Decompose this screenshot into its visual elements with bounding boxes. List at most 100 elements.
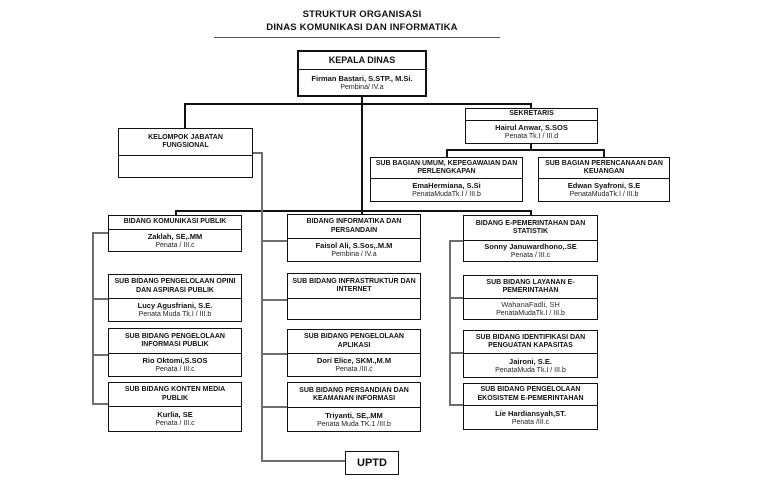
node-title: SUB BIDANG PENGELOLAAN APLIKASI [288, 330, 420, 354]
node-person-name: Triyanti, SE,.MM [325, 410, 383, 420]
connector-line [449, 352, 464, 354]
node-sub-bagian-umum: SUB BAGIAN UMUM, KEPEGAWAIAN DAN PERLENG… [370, 157, 523, 202]
node-title: SUB BIDANG KONTEN MEDIA PUBLIK [109, 383, 241, 407]
connector-line [261, 460, 346, 462]
node-person-name: Sonny Januwardhono,.SE [484, 242, 577, 251]
empty-body [288, 299, 420, 319]
connector-line [184, 103, 186, 128]
node-title: SUB BIDANG IDENTIFIKASI DAN PENGUATAN KA… [464, 331, 597, 354]
node-person-rank: Penata Tk.I / III.d [504, 133, 559, 140]
node-person-name: Firman Bastari, S.STP., M.Si. [311, 73, 413, 83]
connector-line [361, 103, 363, 215]
connector-line [175, 210, 177, 217]
connector-line [449, 240, 464, 242]
node-title: SUB BIDANG PERSANDIAN DAN KEAMANAN INFOR… [288, 383, 420, 408]
node-kelompok-jabatan-fungsional: KELOMPOK JABATAN FUNGSIONAL [118, 128, 253, 178]
node-person-name: Lie Hardiansyah,ST. [495, 408, 566, 418]
node-sub-bidang-identifikasi: SUB BIDANG IDENTIFIKASI DAN PENGUATAN KA… [463, 330, 598, 378]
connector-line [92, 232, 109, 234]
node-sub-bagian-perencanaan: SUB BAGIAN PERENCANAAN DAN KEUANGAN Edwa… [538, 157, 670, 202]
node-person-name: Lucy Agusfriani, S.E. [137, 301, 213, 310]
node-person-rank: Penata / III.c [510, 252, 551, 259]
node-title: SUB BIDANG PENGELOLAAN INFORMASI PUBLIK [109, 329, 241, 354]
node-person-rank: Penata /III.c [511, 418, 550, 426]
connector-line [252, 152, 263, 154]
node-title: KEPALA DINAS [299, 52, 425, 70]
node-kepala-dinas: KEPALA DINAS Firman Bastari, S.STP., M.S… [297, 50, 427, 97]
node-person-rank: Penata Muda TK.1 /III.b [317, 420, 391, 428]
connector-line [92, 354, 109, 356]
node-title: SUB BAGIAN PERENCANAAN DAN KEUANGAN [539, 158, 669, 179]
node-person-rank: Pembina/ IV.a [340, 83, 384, 91]
node-person-name: Faisol Ali, S.Sos,.M.M [315, 241, 393, 250]
connector-line [603, 149, 605, 158]
node-person-name: WahanaFadli, SH [501, 300, 560, 309]
node-title: SUB BIDANG PENGELOLAAN OPINI DAN ASPIRAS… [109, 275, 241, 299]
node-person-rank: PenataMudaTk.I / III.b [412, 191, 481, 198]
node-title: SUB BIDANG INFRASTRUKTUR DAN INTERNET [288, 274, 420, 299]
connector-line [361, 97, 363, 105]
node-sub-bidang-informasi-publik: SUB BIDANG PENGELOLAAN INFORMASI PUBLIK … [108, 328, 242, 377]
node-person-rank: PenataMuda Tk.I / III.b [495, 366, 566, 374]
connector-line [449, 297, 464, 299]
node-sub-bidang-opini: SUB BIDANG PENGELOLAAN OPINI DAN ASPIRAS… [108, 274, 242, 322]
node-title: KELOMPOK JABATAN FUNGSIONAL [148, 133, 223, 150]
connector-line [449, 404, 464, 406]
node-person-name: Rio Oktomi,S.SOS [142, 356, 208, 365]
node-sub-bidang-konten-media: SUB BIDANG KONTEN MEDIA PUBLIK Kurlia, S… [108, 382, 242, 432]
node-person-name: Dori Elice, SKM.,M.M [316, 356, 392, 365]
chart-title-line1: STRUKTUR ORGANISASI [302, 9, 422, 20]
empty-body [119, 156, 252, 177]
node-person-name: EmaHermiana, S.Si [412, 181, 481, 190]
node-bidang-informatika: BIDANG INFORMATIKA DAN PERSANDAIN Faisol… [287, 214, 421, 262]
node-person-name: Zaklah, SE,.MM [147, 231, 203, 241]
connector-line [92, 232, 94, 405]
node-title: UPTD [357, 457, 387, 469]
node-title: BIDANG INFORMATIKA DAN PERSANDAIN [288, 215, 420, 239]
connector-line [530, 210, 532, 217]
node-person-name: Edwan Syafroni, S.E [567, 181, 641, 190]
node-title: SUB BIDANG LAYANAN E-PEMERINTAHAN [464, 276, 597, 299]
node-title: BIDANG E-PEMERINTAHAN DAN STATISTIK [464, 216, 597, 241]
node-person-name: Hairul Anwar, S.SOS [495, 123, 568, 132]
node-sekretaris: SEKRETARIS Hairul Anwar, S.SOS Penata Tk… [465, 108, 598, 144]
node-sub-bidang-layanan: SUB BIDANG LAYANAN E-PEMERINTAHAN Wahana… [463, 275, 598, 320]
connector-line [261, 152, 263, 462]
connector-line [261, 406, 288, 408]
node-title: SUB BAGIAN UMUM, KEPEGAWAIAN DAN PERLENG… [371, 158, 522, 179]
node-title: SUB BIDANG PENGELOLAAN EKOSISTEM E-PEMER… [464, 384, 597, 406]
connector-line [92, 298, 109, 300]
connector-line [175, 210, 532, 212]
node-sub-bidang-aplikasi: SUB BIDANG PENGELOLAAN APLIKASI Dori Eli… [287, 329, 421, 377]
node-bidang-komunikasi-publik: BIDANG KOMUNIKASI PUBLIK Zaklah, SE,.MM … [108, 215, 242, 252]
connector-line [449, 240, 451, 406]
node-uptd: UPTD [345, 451, 399, 475]
node-person-rank: PenataMudaTk.I / III.b [496, 310, 565, 317]
node-title: SEKRETARIS [466, 109, 597, 121]
chart-title-line2: DINAS KOMUNIKASI DAN INFORMATIKA [266, 22, 458, 33]
node-sub-bidang-persandian: SUB BIDANG PERSANDIAN DAN KEAMANAN INFOR… [287, 382, 421, 432]
node-person-rank: Penata /III.c [335, 366, 373, 373]
chart-title: STRUKTUR ORGANISASI DINAS KOMUNIKASI DAN… [187, 8, 537, 34]
node-sub-bidang-infrastruktur: SUB BIDANG INFRASTRUKTUR DAN INTERNET [287, 273, 421, 320]
node-person-name: Kurlia, SE [157, 410, 193, 419]
connector-line [530, 103, 532, 109]
node-person-rank: Penata / III.c [155, 241, 195, 249]
node-sub-bidang-ekosistem: SUB BIDANG PENGELOLAAN EKOSISTEM E-PEMER… [463, 383, 598, 430]
title-underline [214, 37, 500, 38]
node-title: BIDANG KOMUNIKASI PUBLIK [109, 216, 241, 230]
connector-line [92, 403, 109, 405]
node-person-rank: Penata Muda Tk.I / III.b [138, 311, 212, 318]
node-person-rank: Penata / III.c [155, 366, 195, 373]
node-bidang-epemerintahan: BIDANG E-PEMERINTAHAN DAN STATISTIK Sonn… [463, 215, 598, 262]
node-person-name: Jaironi, S.E. [509, 356, 552, 366]
node-person-rank: PenataMudaTk.I / III.b [569, 191, 639, 198]
connector-line [446, 149, 448, 158]
node-person-rank: Pembina / IV.a [331, 251, 377, 258]
connector-line [184, 103, 532, 105]
connector-line [446, 149, 605, 151]
connector-line [261, 299, 288, 301]
node-person-rank: Penata / III.c [155, 420, 195, 427]
connector-line [261, 240, 288, 242]
